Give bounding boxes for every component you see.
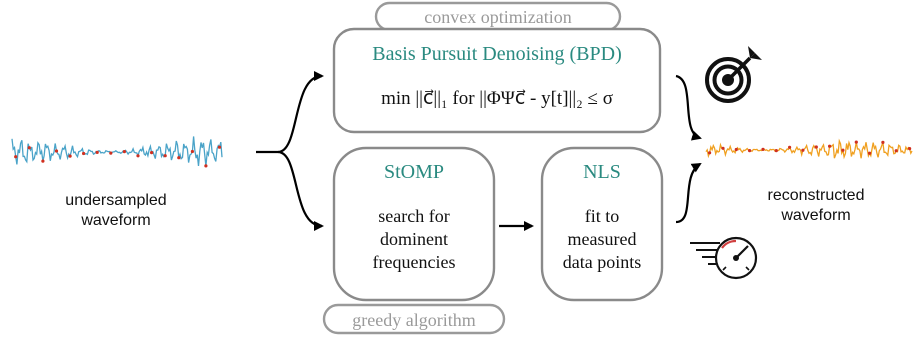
sample-point [894, 149, 898, 153]
bpd-formula: min ||c⃗||₁ for ||ΦΨc⃗ - y[t]||₂ ≤ σ [381, 88, 613, 109]
stomp-line3: frequencies [373, 252, 456, 272]
sample-point [708, 151, 712, 155]
sample-point [868, 151, 872, 155]
sample-point [828, 144, 832, 148]
input-label-line2: waveform [80, 212, 150, 229]
stomp-line1: search for [378, 206, 449, 226]
stomp-line2: dominent [380, 229, 448, 249]
speedometer-icon [690, 236, 758, 280]
sample-point [82, 151, 86, 156]
sample-point [881, 140, 885, 144]
sample-point [217, 145, 222, 149]
sample-point [41, 159, 45, 163]
nls-line1: fit to [585, 206, 620, 226]
stomp-box: StOMP search for dominent frequencies [332, 146, 496, 302]
sample-point [190, 149, 194, 154]
sample-point [841, 148, 845, 152]
greedy-category-label: greedy algorithm [352, 310, 475, 330]
stomp-title: StOMP [384, 161, 444, 183]
nls-line2: measured [568, 229, 637, 249]
greedy-algorithm-pill: greedy algorithm [322, 303, 506, 335]
input-waveform [11, 136, 223, 168]
bpd-box: Basis Pursuit Denoising (BPD) min ||c⃗||… [332, 27, 662, 134]
sample-point [27, 146, 31, 150]
nls-title: NLS [583, 161, 621, 183]
sample-point [734, 147, 738, 152]
sample-point [122, 150, 126, 154]
sample-point [163, 154, 167, 158]
sample-point [150, 151, 154, 155]
sample-point [204, 164, 208, 168]
sample-point [68, 154, 72, 158]
sample-point [14, 155, 18, 159]
sample-point [54, 149, 59, 153]
sample-point [95, 150, 99, 154]
sample-point [908, 147, 912, 151]
sample-point [109, 151, 113, 155]
output-label-line1: reconstructed [768, 187, 865, 204]
nls-box: NLS fit to measured data points [540, 146, 664, 302]
convex-optimization-pill: convex optimization [374, 1, 622, 32]
convex-category-label: convex optimization [424, 7, 571, 27]
output-label-line2: waveform [780, 207, 850, 224]
sample-point [801, 148, 805, 152]
target-icon [705, 46, 762, 103]
bpd-title: Basis Pursuit Denoising (BPD) [372, 43, 621, 65]
sample-point [721, 146, 725, 150]
input-label-line1: undersampled [65, 192, 166, 209]
merge-arrows [675, 74, 702, 224]
sample-point [136, 154, 140, 158]
split-arrows [256, 71, 324, 231]
sample-point [748, 149, 752, 153]
sample-point [177, 156, 181, 160]
sample-point [761, 147, 765, 151]
sample-point [854, 140, 858, 144]
sample-point [774, 149, 778, 153]
output-waveform [705, 138, 913, 160]
nls-line3: data points [563, 252, 642, 272]
sample-point [788, 145, 792, 149]
sample-point [814, 145, 818, 149]
